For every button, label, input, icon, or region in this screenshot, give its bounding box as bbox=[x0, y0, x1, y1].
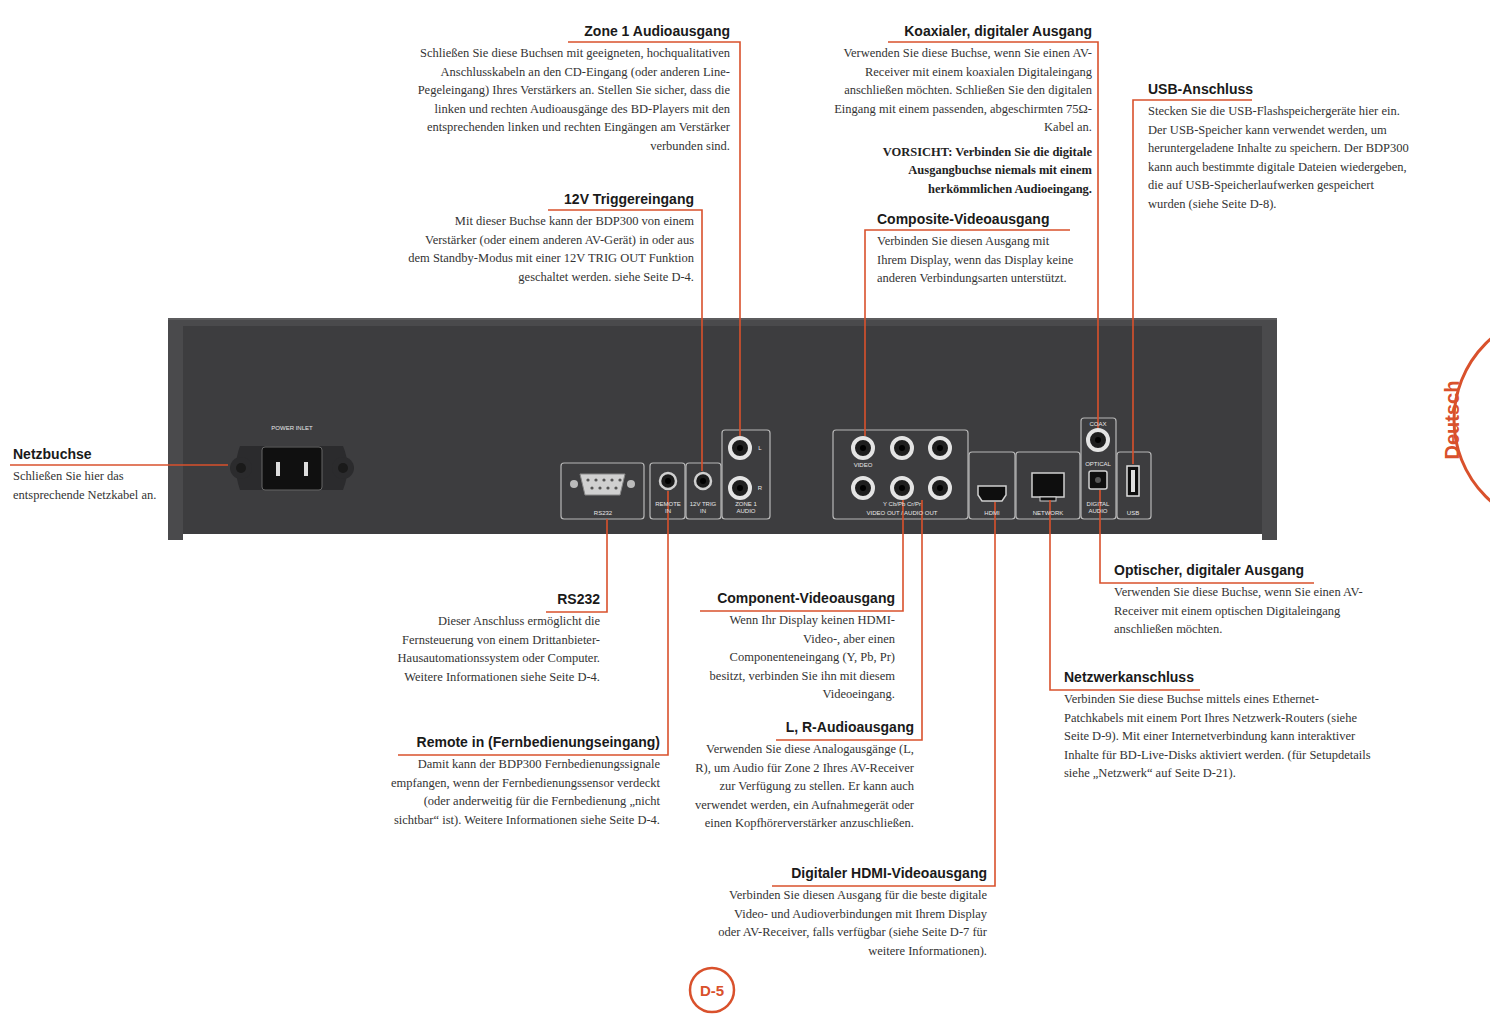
callout-heading: L, R-Audioausgang bbox=[694, 719, 914, 736]
callout-block: NetzbuchseSchließen Sie hier das entspre… bbox=[13, 446, 171, 504]
port-label: COAX bbox=[1083, 421, 1113, 428]
hdmi-port bbox=[978, 486, 1006, 501]
rs232-connector bbox=[570, 474, 635, 495]
port-label: HDMI bbox=[972, 510, 1012, 517]
callout-heading: Netzwerkanschluss bbox=[1064, 669, 1378, 686]
port-label: REMOTE IN bbox=[653, 501, 683, 515]
callout-block: 12V TriggereingangMit dieser Buchse kann… bbox=[404, 191, 694, 286]
port-label: ZONE 1 AUDIO bbox=[726, 501, 766, 515]
callout-block: Composite-VideoausgangVerbinden Sie dies… bbox=[877, 211, 1074, 288]
callout-heading: USB-Anschluss bbox=[1148, 81, 1412, 98]
callout-heading: Netzbuchse bbox=[13, 446, 171, 463]
port-label: DIGITAL AUDIO bbox=[1082, 501, 1114, 515]
callout-heading: RS232 bbox=[368, 591, 600, 608]
callout-heading: Optischer, digitaler Ausgang bbox=[1114, 562, 1394, 579]
callout-heading: 12V Triggereingang bbox=[404, 191, 694, 208]
callout-block: Digitaler HDMI-VideoausgangVerbinden Sie… bbox=[712, 865, 987, 960]
power-inlet bbox=[230, 446, 354, 490]
port-label: VIDEO OUT / AUDIO OUT bbox=[847, 510, 957, 517]
channel-label: L bbox=[756, 445, 764, 452]
callout-body: Dieser Anschluss ermöglicht die Fernsteu… bbox=[368, 612, 600, 686]
page-number-circle bbox=[690, 968, 734, 1012]
port-group-outlines bbox=[561, 418, 1151, 519]
callout-heading: Digitaler HDMI-Videoausgang bbox=[712, 865, 987, 882]
rca-jacks bbox=[730, 430, 1108, 498]
callout-body: Stecken Sie die USB-Flashspeichergeräte … bbox=[1148, 102, 1412, 213]
caution-note: VORSICHT: Verbinden Sie die digitale Aus… bbox=[822, 143, 1092, 199]
callout-body: Wenn Ihr Display keinen HDMI-Video-, abe… bbox=[696, 611, 895, 704]
port-label: USB bbox=[1118, 510, 1148, 517]
callout-body: Verbinden Sie diesen Ausgang mit Ihrem D… bbox=[877, 232, 1074, 288]
callout-block: Optischer, digitaler AusgangVerwenden Si… bbox=[1114, 562, 1394, 639]
channel-label: R bbox=[756, 485, 764, 492]
page-number: D-5 bbox=[700, 982, 724, 999]
callout-block: RS232Dieser Anschluss ermöglicht die Fer… bbox=[368, 591, 600, 686]
callout-heading: Composite-Videoausgang bbox=[877, 211, 1074, 228]
port-label: RS232 bbox=[583, 510, 623, 517]
callout-body: Verbinden Sie diese Buchse mittels eines… bbox=[1064, 690, 1378, 783]
optical-port bbox=[1089, 471, 1107, 489]
callout-block: L, R-AudioausgangVerwenden Sie diese Ana… bbox=[694, 719, 914, 833]
callout-block: NetzwerkanschlussVerbinden Sie diese Buc… bbox=[1064, 669, 1378, 783]
network-port bbox=[1032, 473, 1064, 501]
callout-block: Remote in (Fernbedienungseingang) Damit k… bbox=[382, 734, 660, 829]
callout-heading: Component-Videoausgang bbox=[696, 590, 895, 607]
callout-body: Verwenden Sie diese Buchse, wenn Sie ein… bbox=[1114, 583, 1394, 639]
callout-heading: Remote in (Fernbedienungseingang) bbox=[382, 734, 660, 751]
callout-heading: Koaxialer, digitaler Ausgang bbox=[822, 23, 1092, 40]
callout-body: Schließen Sie diese Buchsen mit geeignet… bbox=[386, 44, 730, 155]
port-label: Y Cb/Pb Cr/Pr bbox=[862, 501, 942, 508]
callout-body: Damit kann der BDP300 Fernbedienungssign… bbox=[382, 755, 660, 829]
port-label: 12V TRIG IN bbox=[688, 501, 718, 515]
callout-block: Component-VideoausgangWenn Ihr Display k… bbox=[696, 590, 895, 704]
callout-body: Schließen Sie hier das entsprechende Net… bbox=[13, 467, 171, 504]
language-tab-label: Deutsch bbox=[1441, 381, 1463, 460]
port-label: NETWORK bbox=[1023, 510, 1073, 517]
callout-body: Mit dieser Buchse kann der BDP300 von ei… bbox=[404, 212, 694, 286]
callout-body: Verbinden Sie diesen Ausgang für die bes… bbox=[712, 886, 987, 960]
mini-jacks bbox=[660, 473, 711, 489]
callout-body: Verwenden Sie diese Analogausgänge (L, R… bbox=[694, 740, 914, 833]
usb-port bbox=[1127, 466, 1139, 496]
panel-label: POWER INLET bbox=[267, 425, 317, 432]
device-housing bbox=[168, 318, 1277, 540]
callout-heading: Zone 1 Audioausgang bbox=[386, 23, 730, 40]
callout-block: Koaxialer, digitaler AusgangVerwenden Si… bbox=[822, 23, 1092, 198]
port-label: OPTICAL bbox=[1082, 461, 1114, 468]
callout-body: Verwenden Sie diese Buchse, wenn Sie ein… bbox=[822, 44, 1092, 137]
callout-block: Zone 1 AudioausgangSchließen Sie diese B… bbox=[386, 23, 730, 155]
port-label: VIDEO bbox=[848, 462, 878, 469]
callout-block: USB-AnschlussStecken Sie die USB-Flashsp… bbox=[1148, 81, 1412, 213]
